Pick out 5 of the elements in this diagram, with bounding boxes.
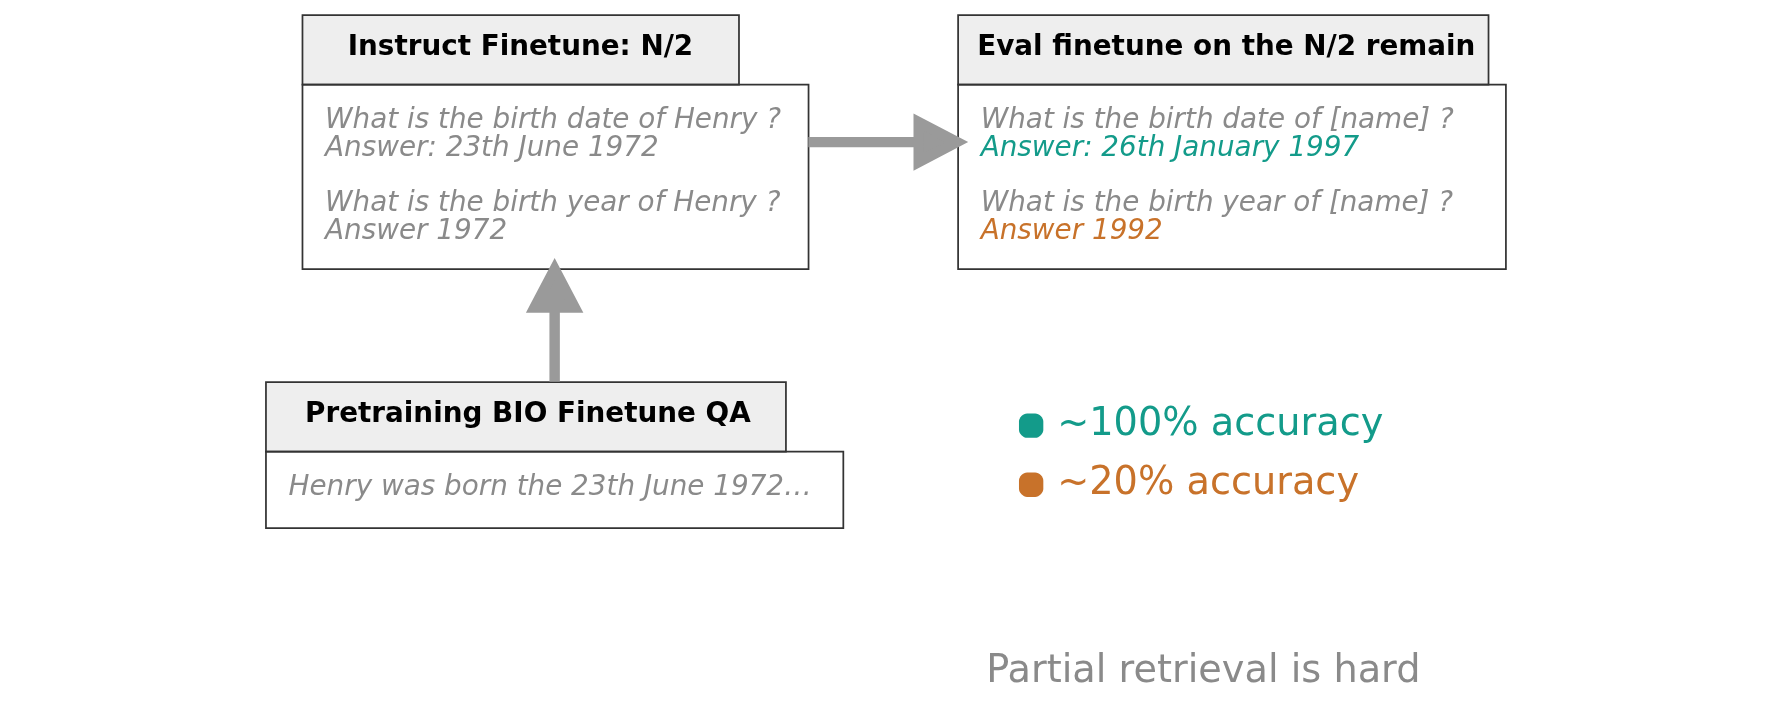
legend-label: ~100% accuracy — [1057, 399, 1384, 445]
legend-label: ~20% accuracy — [1057, 458, 1360, 504]
label: Partial retrieval is hard — [986, 646, 1421, 692]
arrow — [808, 113, 969, 171]
arrow — [525, 258, 584, 382]
